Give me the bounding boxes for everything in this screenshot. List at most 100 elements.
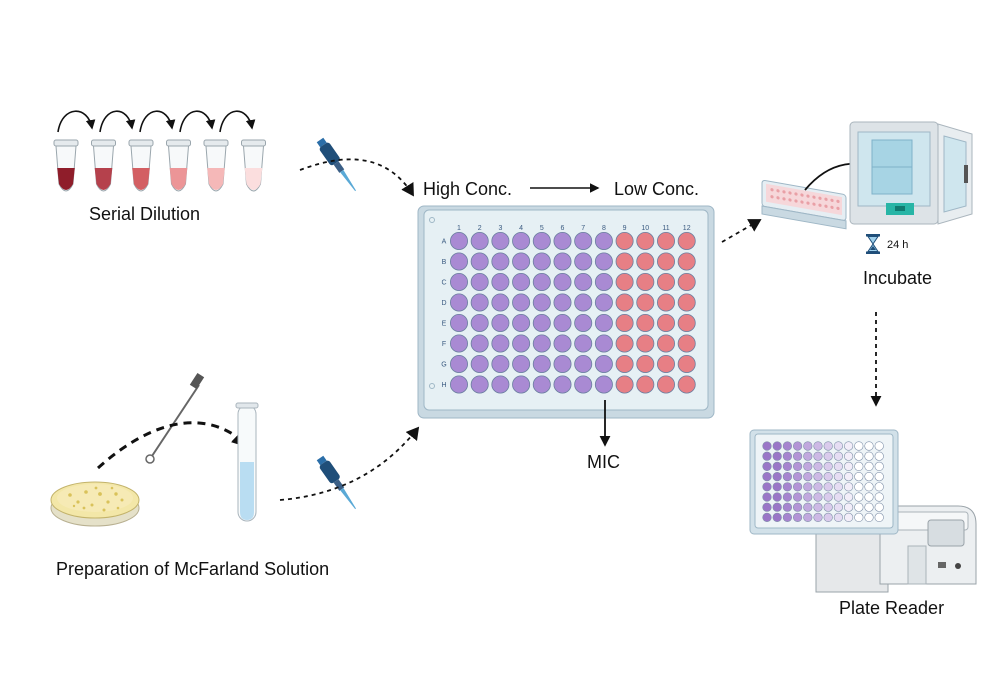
incubate-label: Incubate (863, 268, 933, 288)
plate-well (470, 231, 489, 250)
reader-plate-well (782, 512, 793, 523)
plate-well (574, 313, 593, 332)
plate-well (574, 334, 593, 353)
plate-well (594, 231, 613, 250)
incubation-time-label: 24 h (887, 239, 909, 251)
reader-plate-well (772, 502, 782, 512)
reader-plate-well (874, 512, 884, 523)
plate-well (636, 272, 655, 291)
plate-well (491, 375, 510, 394)
plate-well (491, 313, 510, 332)
reader-plate-well (874, 441, 884, 451)
dilution-tubes (53, 139, 266, 192)
reader-plate-well (772, 451, 782, 461)
reader-plate-well (864, 472, 874, 482)
plate-well (491, 272, 510, 291)
plate-well (657, 313, 676, 332)
reader-plate-well (792, 482, 803, 492)
plate-well (512, 293, 531, 312)
plate-well (594, 252, 613, 271)
reader-plate-well (813, 482, 823, 492)
reader-plate-well (864, 451, 874, 461)
reader-plate-well (843, 461, 854, 472)
plate-well (532, 334, 551, 353)
reader-plate-well (792, 512, 803, 523)
reader-plate-well (762, 492, 772, 502)
plate-column-label: 4 (519, 225, 523, 232)
plate-well (574, 272, 593, 291)
plate-well (594, 375, 613, 394)
plate-reader-label: Plate Reader (839, 598, 945, 618)
plate-well (532, 272, 551, 291)
inoculating-loop-icon (145, 372, 205, 464)
inoculum-to-plate-arrow (279, 426, 420, 501)
plate-well (615, 313, 634, 332)
reader-plate-well (803, 482, 813, 492)
plate-row-label: G (441, 362, 446, 369)
plate-well (677, 354, 696, 373)
reader-plate-well (874, 461, 884, 472)
plate-row-label: E (442, 321, 447, 328)
reader-plate-well (772, 512, 782, 523)
reader-plate-well (792, 461, 803, 472)
reader-plate-well (823, 472, 833, 482)
plate-well (553, 231, 572, 250)
plate-well (532, 293, 551, 312)
plate-well (574, 231, 593, 250)
plate-well (594, 293, 613, 312)
plate-well (449, 272, 468, 291)
plate-well (449, 252, 468, 271)
reader-plate-well (782, 451, 793, 461)
dilution-to-plate-arrow (299, 158, 414, 197)
reader-plate-well (803, 472, 813, 482)
reader-plate-well (854, 441, 864, 451)
plate-well (677, 293, 696, 312)
plate-well (615, 293, 634, 312)
loop-to-tube-arrow (96, 421, 251, 470)
plate-row-label: B (442, 259, 447, 266)
plate-well (553, 272, 572, 291)
reader-plate-well (813, 492, 823, 502)
small-plate-icon (761, 179, 847, 230)
test-tube-icon (235, 402, 259, 522)
reader-plate-well (843, 482, 854, 492)
plate-row-label: C (441, 280, 446, 287)
plate-well (512, 375, 531, 394)
reader-plate-well (864, 492, 874, 502)
reader-plate-well (782, 441, 793, 451)
plate-reader-icon (815, 505, 977, 593)
plate-well (512, 272, 531, 291)
reader-plate-well (833, 451, 844, 461)
plate-well (657, 354, 676, 373)
plate-well (470, 272, 489, 291)
plate-well (594, 272, 613, 291)
microcentrifuge-tube (91, 139, 116, 192)
plate-well (677, 313, 696, 332)
microcentrifuge-tube (241, 139, 266, 192)
reader-plate-well (762, 441, 772, 451)
reader-plate-well (823, 451, 833, 461)
reader-plate-well (833, 482, 844, 492)
plate-well (491, 334, 510, 353)
reader-plate-well (874, 482, 884, 492)
low-concentration-label: Low Conc. (614, 179, 700, 199)
reader-plate-well (833, 512, 844, 523)
reader-plate-well (813, 441, 823, 451)
plate-well (491, 231, 510, 250)
plate-well (636, 313, 655, 332)
reader-plate-well (803, 512, 813, 523)
plate-well (677, 334, 696, 353)
plate-column-label: 10 (641, 225, 649, 232)
plate-well (512, 231, 531, 250)
reader-plate-well (823, 492, 833, 502)
reader-plate-well (762, 482, 772, 492)
reader-plate-well (864, 461, 874, 472)
plate-well (553, 354, 572, 373)
reader-plate-well (864, 502, 874, 512)
reader-plate-well (792, 472, 803, 482)
reader-plate-well (792, 492, 803, 502)
reader-plate-well (874, 492, 884, 502)
reader-plate-well (813, 502, 823, 512)
